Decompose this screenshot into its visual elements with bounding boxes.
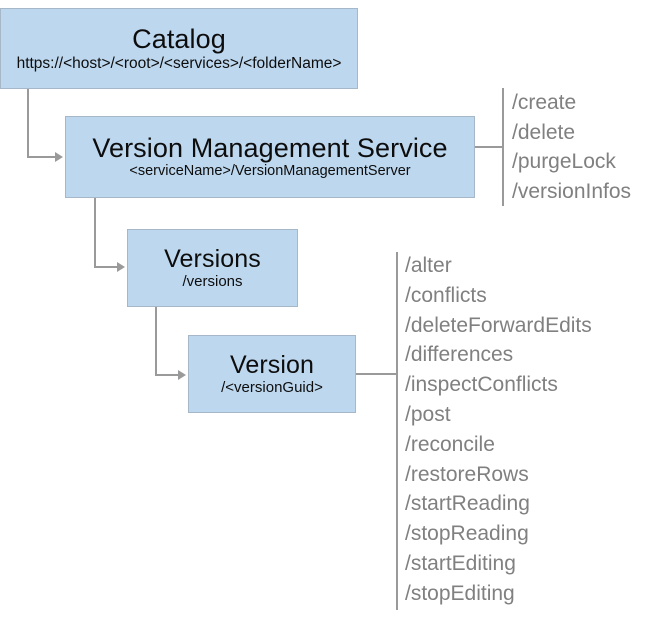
operation-item: /reconcile bbox=[405, 432, 495, 456]
operation-item: /startReading bbox=[405, 492, 530, 516]
arrowhead-icon-service-to-versions bbox=[117, 262, 125, 272]
operation-item: /delete bbox=[512, 120, 576, 144]
node-versions-title: Versions bbox=[164, 245, 261, 273]
node-version-title: Version bbox=[229, 351, 315, 379]
bracket-service-operations bbox=[502, 88, 504, 206]
version-operations-list: /alter /conflicts /deleteForwardEdits /d… bbox=[405, 251, 592, 609]
connector-versions-to-version-horizontal bbox=[155, 374, 180, 376]
bracket-version-operations bbox=[396, 252, 398, 610]
connector-catalog-to-service-vertical bbox=[27, 89, 29, 158]
operation-item: /startEditing bbox=[405, 551, 516, 575]
operation-item: /post bbox=[405, 402, 451, 426]
node-catalog-title: Catalog bbox=[132, 24, 226, 55]
node-versions: Versions /versions bbox=[127, 229, 298, 307]
arrowhead-icon-versions-to-version bbox=[178, 370, 186, 380]
node-service-title: Version Management Service bbox=[92, 133, 448, 164]
operation-item: /create bbox=[512, 91, 577, 114]
operation-item: /alter bbox=[405, 254, 452, 277]
connector-versions-to-version-vertical bbox=[155, 307, 157, 376]
operation-item: /stopEditing bbox=[405, 581, 515, 605]
node-service-subtitle: <serviceName>/VersionManagementServer bbox=[129, 162, 411, 179]
node-versions-subtitle: /versions bbox=[182, 272, 243, 290]
operation-item: /stopReading bbox=[405, 522, 529, 546]
operation-item: /restoreRows bbox=[405, 462, 529, 486]
operation-item: /versionInfos bbox=[512, 179, 632, 203]
operation-item: /conflicts bbox=[405, 283, 487, 307]
node-catalog: Catalog https://<host>/<root>/<services>… bbox=[0, 8, 358, 89]
connector-service-to-versions-vertical bbox=[94, 198, 96, 268]
operation-item: /purgeLock bbox=[512, 150, 616, 173]
connector-catalog-to-service-horizontal bbox=[27, 156, 57, 158]
connector-service-to-operations bbox=[475, 146, 503, 148]
operation-item: /inspectConflicts bbox=[405, 373, 558, 397]
connector-version-to-operations bbox=[356, 373, 397, 375]
operation-item: /differences bbox=[405, 343, 514, 367]
connector-service-to-versions-horizontal bbox=[94, 266, 119, 268]
node-version: Version /<versionGuid> bbox=[188, 335, 356, 413]
node-version-management-service: Version Management Service <serviceName>… bbox=[65, 116, 475, 198]
service-operations-list: /create /delete /purgeLock /versionInfos bbox=[512, 88, 631, 206]
operation-item: /deleteForwardEdits bbox=[405, 313, 592, 337]
node-catalog-subtitle: https://<host>/<root>/<services>/<folder… bbox=[16, 54, 342, 72]
node-version-subtitle: /<versionGuid> bbox=[221, 378, 323, 396]
arrowhead-icon-catalog-to-service bbox=[55, 152, 63, 162]
